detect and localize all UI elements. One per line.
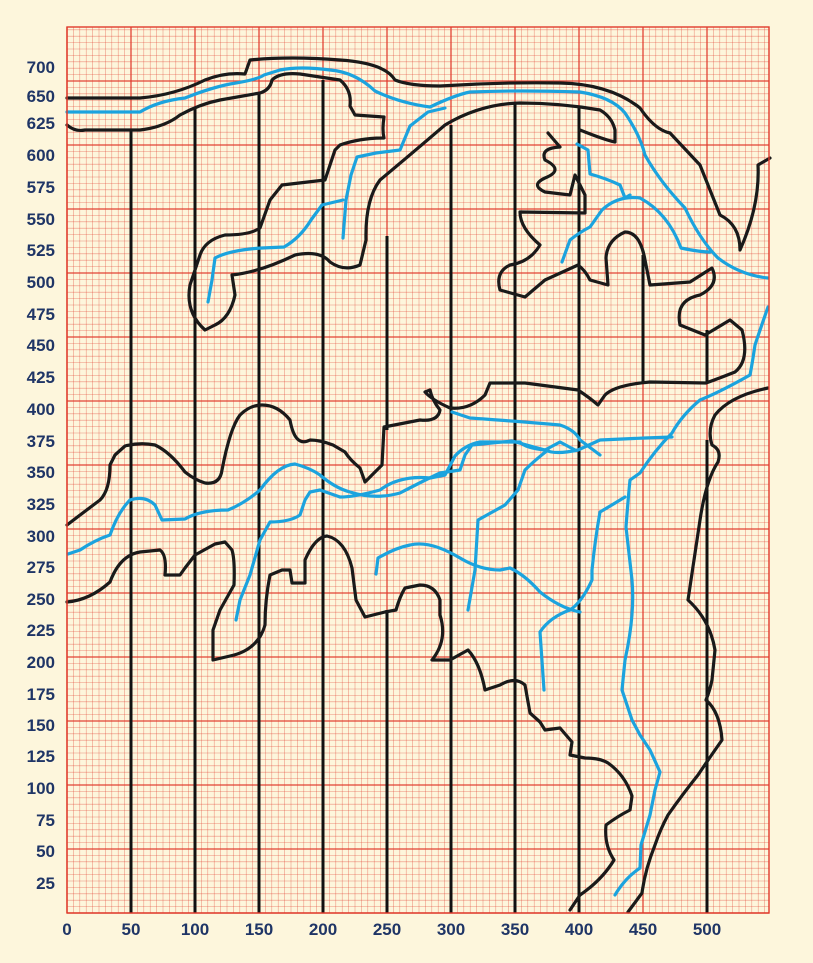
y-tick-label: 175 bbox=[27, 685, 55, 704]
y-tick-label: 250 bbox=[27, 590, 55, 609]
y-tick-label: 400 bbox=[27, 400, 55, 419]
y-tick-label: 150 bbox=[27, 716, 55, 735]
y-tick-label: 500 bbox=[27, 273, 55, 292]
y-tick-label: 325 bbox=[27, 495, 55, 514]
x-tick-label: 400 bbox=[565, 920, 593, 939]
y-tick-label: 350 bbox=[27, 463, 55, 482]
x-tick-label: 200 bbox=[309, 920, 337, 939]
y-tick-label: 25 bbox=[36, 874, 55, 893]
x-tick-label: 350 bbox=[501, 920, 529, 939]
y-tick-label: 125 bbox=[27, 747, 55, 766]
y-tick-label: 700 bbox=[27, 58, 55, 77]
graph-paper bbox=[67, 27, 769, 913]
y-tick-label: 200 bbox=[27, 653, 55, 672]
x-tick-label: 450 bbox=[629, 920, 657, 939]
x-tick-label: 0 bbox=[62, 920, 71, 939]
y-tick-label: 525 bbox=[27, 241, 55, 260]
y-tick-label: 650 bbox=[27, 87, 55, 106]
x-tick-label: 150 bbox=[245, 920, 273, 939]
y-tick-label: 575 bbox=[27, 178, 55, 197]
plot-area bbox=[67, 27, 770, 913]
y-tick-label: 550 bbox=[27, 210, 55, 229]
x-tick-label: 50 bbox=[122, 920, 141, 939]
y-tick-label: 300 bbox=[27, 527, 55, 546]
y-tick-label: 425 bbox=[27, 368, 55, 387]
y-tick-label: 450 bbox=[27, 336, 55, 355]
y-tick-label: 600 bbox=[27, 146, 55, 165]
y-tick-label: 375 bbox=[27, 432, 55, 451]
x-tick-label: 500 bbox=[693, 920, 721, 939]
y-tick-label: 100 bbox=[27, 779, 55, 798]
y-tick-label: 475 bbox=[27, 305, 55, 324]
x-tick-label: 100 bbox=[181, 920, 209, 939]
y-tick-label: 50 bbox=[36, 842, 55, 861]
x-tick-label: 250 bbox=[373, 920, 401, 939]
y-tick-label: 225 bbox=[27, 621, 55, 640]
y-tick-label: 625 bbox=[27, 114, 55, 133]
y-tick-label: 275 bbox=[27, 558, 55, 577]
x-tick-label: 300 bbox=[437, 920, 465, 939]
y-tick-label: 75 bbox=[36, 811, 55, 830]
